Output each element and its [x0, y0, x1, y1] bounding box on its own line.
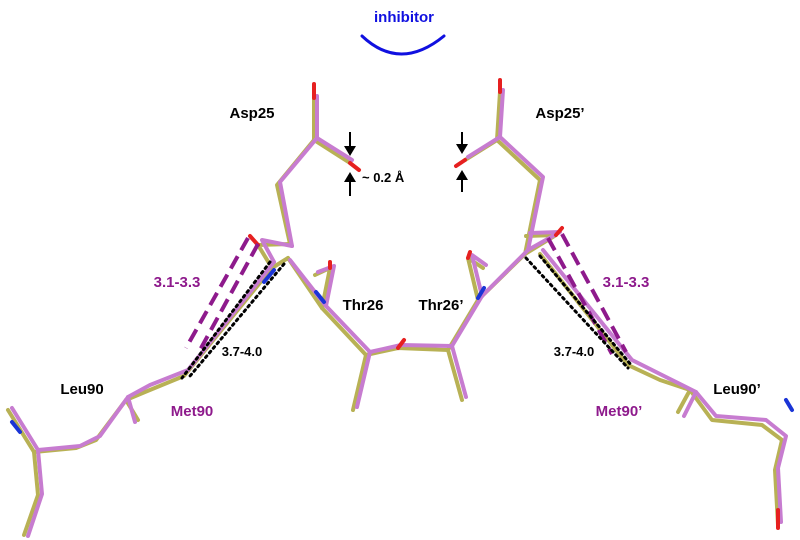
- leu90-label: Leu90: [60, 381, 103, 398]
- hbond-mutant: [184, 233, 628, 355]
- oxygen-atoms: [248, 78, 780, 530]
- thr26-label: Thr26: [343, 297, 384, 314]
- backbone-wildtype: [6, 90, 784, 537]
- nitrogen-atoms: [10, 268, 794, 434]
- hbond-short-right-label: 3.1-3.3: [603, 274, 650, 291]
- leu90-prime-label: Leu90’: [713, 381, 761, 398]
- hbond-mutant-left-a: [184, 237, 250, 349]
- hbond-wildtype-right-b: [538, 254, 634, 368]
- shift-arrows-right: [456, 132, 468, 192]
- backbone-mutant: [10, 88, 788, 538]
- inhibitor-label: inhibitor: [374, 9, 434, 26]
- inhibitor-arc: [360, 34, 446, 56]
- hbond-wildtype-left-b: [188, 262, 286, 378]
- met90-label: Met90: [171, 403, 214, 420]
- hbond-mutant-right-a: [560, 233, 628, 353]
- thr26-prime-label: Thr26’: [418, 297, 463, 314]
- hbond-wildtype-left-a: [180, 260, 272, 380]
- hbond-wildtype: [180, 254, 634, 380]
- asp25-prime-label: Asp25’: [535, 105, 584, 122]
- hbond-wildtype-right-a: [524, 256, 630, 370]
- shift-label: ~ 0.2 Å: [362, 170, 405, 185]
- met90-prime-label: Met90’: [596, 403, 643, 420]
- shift-arrows-left: [344, 132, 356, 196]
- hbond-long-left-label: 3.7-4.0: [222, 344, 262, 359]
- hbond-long-right-label: 3.7-4.0: [554, 344, 594, 359]
- hbond-mutant-right-b: [546, 237, 614, 355]
- asp25-label: Asp25: [229, 105, 274, 122]
- hbond-short-left-label: 3.1-3.3: [154, 274, 201, 291]
